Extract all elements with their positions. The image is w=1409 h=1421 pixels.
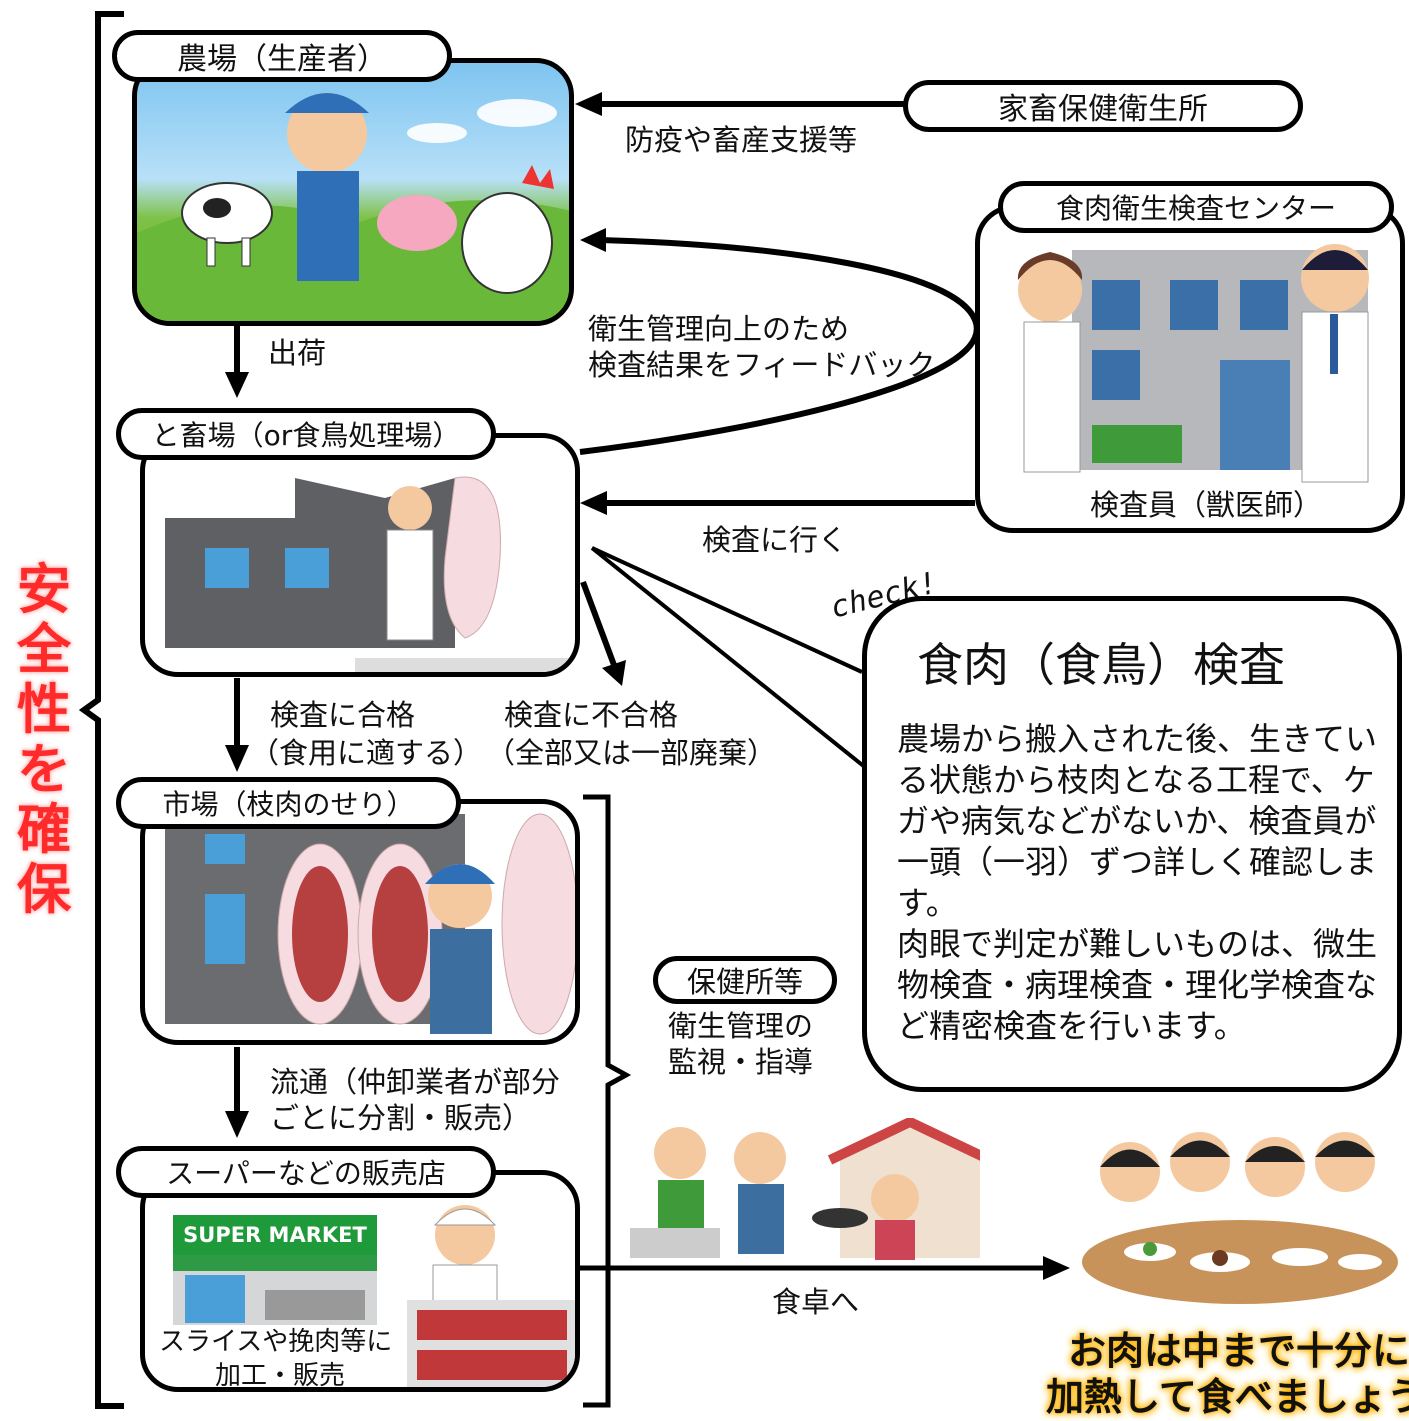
node-meat-center: 食肉衛生検査センター: [998, 181, 1394, 233]
bubble-title: 食肉（食鳥）検査: [917, 638, 1285, 692]
meat-inspection-bubble: 食肉（食鳥）検査 農場から搬入された後、生きている状態から枝肉となる工程で、ケガ…: [862, 596, 1402, 1092]
node-market-label: 市場（枝肉のせり）: [162, 788, 415, 821]
node-store: スーパーなどの販売店: [116, 1146, 496, 1198]
bubble-paragraph-2: 肉眼で判定が難しいものは、微生物検査・病理検査・理化学検査など精密検査を行います…: [897, 925, 1378, 1045]
edge-label-fail-line2: （全部又は一部廃棄）: [486, 736, 777, 770]
node-slaughterhouse: と畜場（or食鳥処理場）: [116, 408, 496, 460]
inspection-building-icon: [1017, 244, 1369, 483]
node-slaughterhouse-label: と畜場（or食鳥処理場）: [151, 419, 461, 452]
meat-center-illustration: 検査員（獣医師）: [975, 205, 1405, 533]
shopping-cooking-illustration: [630, 1118, 980, 1260]
edge-label-go-inspect: 検査に行く: [702, 523, 848, 557]
edge-label-health-line1: 衛生管理の: [668, 1009, 814, 1043]
inspector-label: 検査員（獣医師）: [1090, 485, 1323, 525]
farm-scene-icon: [137, 93, 569, 321]
store-caption-line2: 加工・販売: [215, 1361, 346, 1391]
bubble-body: 農場から搬入された後、生きている状態から枝肉となる工程で、ケガや病気などがないか…: [897, 719, 1381, 1047]
edge-label-pass-line1: 検査に合格: [270, 698, 416, 732]
edge-label-fail-line1: 検査に不合格: [504, 698, 679, 732]
bubble-paragraph-1: 農場から搬入された後、生きている状態から枝肉となる工程で、ケガや病気などがないか…: [897, 720, 1378, 922]
node-health-center-label: 保健所等: [686, 965, 803, 999]
store-caption-line1: スライスや挽肉等に: [159, 1327, 393, 1357]
edge-label-shipping: 出荷: [268, 336, 327, 370]
edge-label-disease-prevention: 防疫や畜産支援等: [625, 123, 858, 157]
side-label-safety: 安全性を確保: [17, 558, 71, 921]
node-store-label: スーパーなどの販売店: [166, 1157, 446, 1190]
farm-illustration: [132, 58, 574, 326]
family-dinner-illustration: [1082, 1132, 1398, 1304]
store-illustration: SUPER MARKET スライスや挽肉等に 加工・販売: [140, 1170, 580, 1392]
edge-label-distribution-line1: 流通（仲卸業者が部分: [270, 1065, 561, 1099]
store-scene-icon: [173, 1205, 575, 1387]
node-farm: 農場（生産者）: [112, 30, 452, 82]
edge-label-to-table: 食卓へ: [772, 1285, 860, 1319]
slaughterhouse-scene-icon: [165, 476, 575, 672]
node-market: 市場（枝肉のせり）: [116, 777, 461, 829]
edge-label-health-line2: 監視・指導: [668, 1045, 814, 1079]
supermarket-sign: SUPER MARKET: [173, 1215, 377, 1255]
edge-label-pass-line2: （食用に適する）: [250, 736, 483, 770]
node-health-center: 保健所等: [653, 956, 837, 1004]
slaughterhouse-illustration: [140, 433, 580, 677]
edge-label-feedback-line2: 検査結果をフィードバック: [588, 348, 936, 382]
node-livestock-office-label: 家畜保健衛生所: [998, 92, 1208, 127]
market-illustration: [140, 799, 580, 1045]
node-livestock-office: 家畜保健衛生所: [903, 80, 1303, 132]
cooking-warning-line1: お肉は中まで十分に: [1068, 1329, 1409, 1373]
market-scene-icon: [165, 813, 575, 1035]
edge-label-feedback-line1: 衛生管理向上のため: [588, 312, 850, 346]
edge-label-distribution-line2: ごとに分割・販売）: [270, 1101, 532, 1135]
cooking-warning-line2: 加熱して食べましょう！: [1046, 1375, 1409, 1419]
node-meat-center-label: 食肉衛生検査センター: [1055, 192, 1336, 225]
node-farm-label: 農場（生産者）: [177, 42, 387, 77]
